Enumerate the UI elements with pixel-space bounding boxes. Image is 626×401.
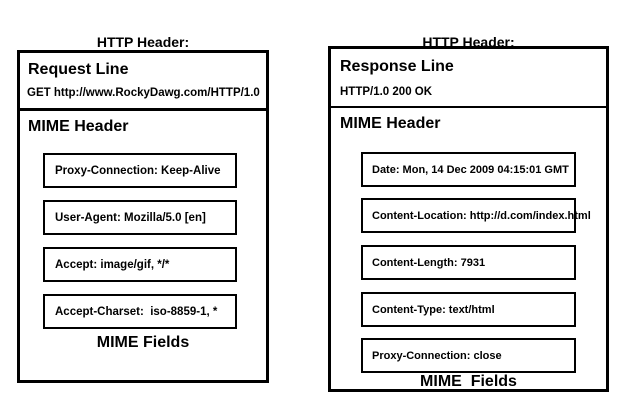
response-mime-field-content-location: Content-Location: http://d.com/index.htm… <box>361 198 591 233</box>
response-mime-header-heading: MIME Header <box>340 115 441 132</box>
response-header-box: Response Line HTTP/1.0 200 OK MIME Heade… <box>328 46 609 392</box>
request-mime-header-heading: MIME Header <box>28 118 129 135</box>
request-title-line1: HTTP Header: <box>96 34 190 50</box>
response-mime-field-proxy-connection: Proxy-Connection: close <box>361 338 576 373</box>
response-line-value: HTTP/1.0 200 OK <box>340 86 433 98</box>
request-mime-field-accept-charset: Accept-Charset: iso-8859-1, * <box>43 294 237 329</box>
response-section-divider <box>331 106 606 108</box>
response-line-heading: Response Line <box>340 58 454 75</box>
request-line-value: GET http://www.RockyDawg.com/HTTP/1.0 <box>27 87 260 99</box>
response-title-line1: HTTP Header: <box>422 34 515 50</box>
request-mime-field-user-agent: User-Agent: Mozilla/5.0 [en] <box>43 200 237 235</box>
request-line-heading: Request Line <box>28 61 129 78</box>
request-mime-field-proxy-connection: Proxy-Connection: Keep-Alive <box>43 153 237 188</box>
request-mime-fields-caption: MIME Fields <box>96 334 190 351</box>
request-mime-field-accept: Accept: image/gif, */* <box>43 247 237 282</box>
response-mime-field-date: Date: Mon, 14 Dec 2009 04:15:01 GMT <box>361 152 576 187</box>
response-mime-field-content-type: Content-Type: text/html <box>361 292 576 327</box>
response-mime-fields-caption: MIME Fields <box>420 373 517 390</box>
response-mime-field-content-length: Content-Length: 7931 <box>361 245 576 280</box>
request-header-box: Request Line GET http://www.RockyDawg.co… <box>17 50 269 383</box>
request-section-divider <box>20 108 266 111</box>
